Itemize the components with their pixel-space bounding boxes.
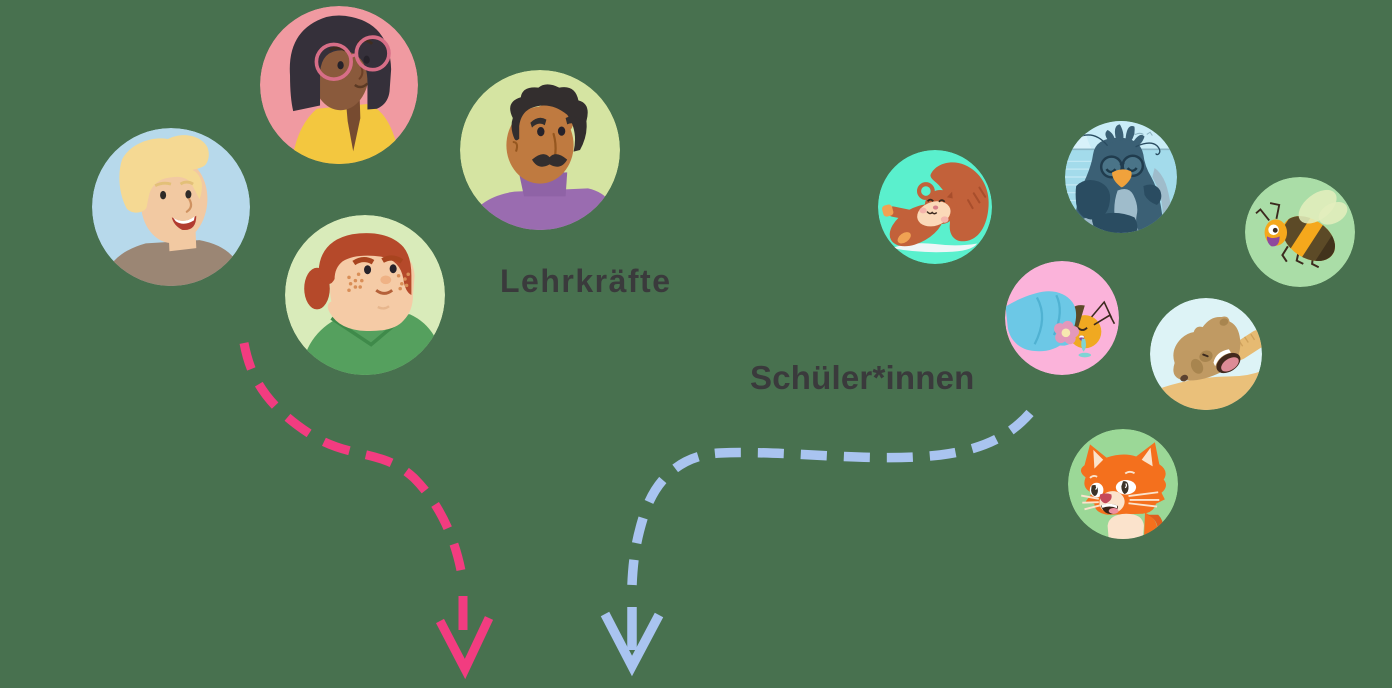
svg-text:Schüler*innen: Schüler*innen — [750, 359, 974, 396]
svg-text:Lehrkräfte: Lehrkräfte — [500, 263, 672, 299]
